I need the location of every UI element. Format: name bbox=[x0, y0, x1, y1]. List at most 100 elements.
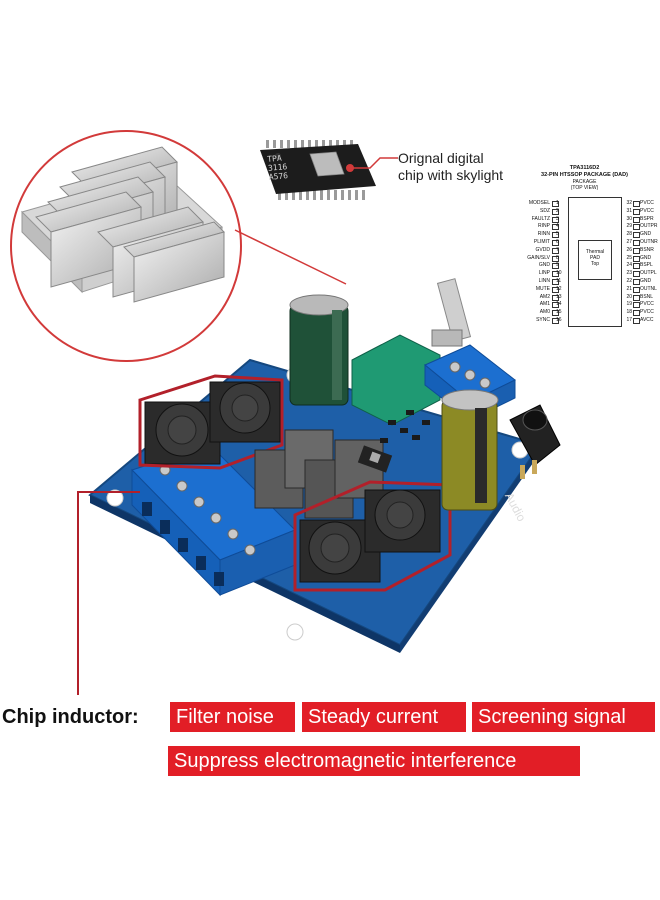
pin-right-number: 28 bbox=[626, 231, 632, 238]
pin-left-pad bbox=[552, 302, 559, 309]
pin-left-pad bbox=[552, 247, 559, 254]
pin-left-number: 4 bbox=[556, 223, 559, 230]
pin-left-pad bbox=[552, 216, 559, 223]
pin-left-label: LINN bbox=[538, 278, 550, 284]
pin-right-label: BSNL bbox=[640, 293, 654, 300]
pin-right-label: OUTNL bbox=[640, 285, 657, 292]
pin-left-number: 11 bbox=[556, 278, 562, 284]
pin-right-number: 23 bbox=[626, 270, 632, 277]
chip-label-line1: Orignal digital bbox=[398, 150, 484, 166]
pin-left-pad bbox=[552, 201, 559, 207]
pin-right-label: GND bbox=[640, 231, 652, 238]
pin-right-number: 22 bbox=[626, 278, 632, 284]
pin-right-number: 26 bbox=[626, 246, 632, 253]
pin-left-pad bbox=[552, 318, 559, 324]
pin-left-pad bbox=[552, 271, 559, 278]
pin-right-label: PVCC bbox=[640, 309, 654, 316]
pin-right-number: 20 bbox=[626, 293, 632, 300]
chip-label-line2: chip with skylight bbox=[398, 167, 504, 183]
heatsink-zoom-circle bbox=[10, 130, 242, 362]
pin-right-pad bbox=[633, 286, 640, 293]
chip-inductors-top bbox=[138, 374, 284, 470]
heatsink-callout-line bbox=[234, 229, 347, 285]
pin-right-pad bbox=[633, 201, 640, 207]
pin-left-pad bbox=[552, 208, 559, 215]
pin-left-number: 8 bbox=[556, 254, 559, 261]
pin-left-number: 7 bbox=[556, 246, 559, 253]
pin-left-label: MODSEL bbox=[528, 200, 550, 206]
pin-right-label: OUTPR bbox=[640, 223, 658, 230]
chip-inductor-label: Chip inductor: bbox=[2, 706, 139, 728]
tag-suppress-emi: Suppress electromagnetic interference bbox=[168, 746, 580, 776]
pin-right-label: OUTPL bbox=[640, 270, 657, 277]
pin-left-pad bbox=[552, 286, 559, 293]
pin-left-label: GVDD bbox=[535, 246, 550, 253]
pin-right-label: BSPL bbox=[640, 262, 653, 269]
pin-left-pad bbox=[552, 294, 559, 301]
pin-left-pad bbox=[552, 240, 559, 246]
pin-right-label: GND bbox=[640, 254, 652, 261]
thermal-line3: Top bbox=[590, 261, 600, 267]
thermal-pad: Thermal PAD Top bbox=[578, 240, 612, 280]
pin-right-pad bbox=[633, 224, 640, 231]
pin-right-pad bbox=[633, 318, 640, 324]
pin-right-pad bbox=[633, 208, 640, 215]
heatsink-image bbox=[21, 146, 225, 303]
pin-right-number: 21 bbox=[626, 285, 632, 292]
ic-body-outline: Thermal PAD Top bbox=[568, 197, 622, 327]
pin-right-number: 19 bbox=[626, 301, 632, 308]
pin-right-number: 32 bbox=[626, 200, 632, 206]
pin-right-pad bbox=[633, 216, 640, 223]
pin-left-number: 12 bbox=[556, 285, 562, 292]
pin-right-label: BSPR bbox=[640, 215, 654, 222]
pin-right-number: 18 bbox=[626, 309, 632, 316]
output-coils bbox=[254, 429, 384, 519]
pin-right-label: GND bbox=[640, 278, 652, 284]
pin-right-pad bbox=[633, 310, 640, 317]
pin-right-pad bbox=[633, 271, 640, 278]
pin-left-number: 15 bbox=[556, 309, 562, 316]
tag-steady-current: Steady current bbox=[302, 702, 466, 732]
pin-left-label: AM1 bbox=[539, 301, 550, 308]
pin-right-label: AVCC bbox=[640, 317, 654, 323]
pin-right-pad bbox=[633, 279, 640, 285]
pin-left-label: PLIMIT bbox=[533, 239, 550, 245]
pin-left-label: RINN bbox=[537, 231, 550, 238]
pin-left-pad bbox=[552, 263, 559, 270]
bottom-labels: Chip inductor: Filter noise Steady curre… bbox=[0, 700, 660, 790]
pinout-diagram: TPA3116D2 32-PIN HTSSOP PACKAGE (DAD) PA… bbox=[512, 165, 658, 365]
pin-left-number: 6 bbox=[556, 239, 559, 245]
inductor-callout-line bbox=[77, 491, 140, 695]
pin-left-label: LINP bbox=[538, 270, 550, 277]
amplifier-board-image bbox=[88, 278, 561, 653]
pin-right-pad bbox=[633, 232, 640, 239]
pin-right-pad bbox=[633, 294, 640, 301]
pinout-package-line1: PACKAGE bbox=[572, 179, 597, 185]
pin-left-label: GND bbox=[538, 262, 550, 269]
pin-left-label: SYNC bbox=[536, 317, 550, 323]
pin-right-label: PVCC bbox=[640, 200, 654, 206]
pinout-package-line2: (TOP VIEW) bbox=[570, 185, 599, 191]
terminal-block-left bbox=[131, 444, 296, 597]
chip-inductors-bottom bbox=[293, 480, 452, 592]
pin-left-number: 3 bbox=[556, 215, 559, 222]
pin-right-number: 27 bbox=[626, 239, 632, 245]
chip-callout-line bbox=[346, 157, 398, 172]
pin-right-pad bbox=[633, 263, 640, 270]
pin-left-number: 1 bbox=[556, 200, 559, 206]
pin-right-label: OUTNR bbox=[640, 239, 658, 245]
pin-right-label: BSNR bbox=[640, 246, 654, 253]
pin-right-number: 17 bbox=[626, 317, 632, 323]
tag-screening-signal: Screening signal bbox=[472, 702, 655, 732]
pin-right-pad bbox=[633, 255, 640, 262]
pin-right-number: 30 bbox=[626, 215, 632, 222]
potentiometer bbox=[351, 278, 472, 426]
pin-left-number: 14 bbox=[556, 301, 562, 308]
pin-left-pad bbox=[552, 232, 559, 239]
pin-left-label: GAIN/SLV bbox=[527, 254, 550, 261]
capacitor-right bbox=[441, 389, 499, 511]
pin-right-pad bbox=[633, 302, 640, 309]
chip-label: Orignal digital chip with skylight bbox=[398, 150, 528, 184]
pin-right-number: 25 bbox=[626, 254, 632, 261]
